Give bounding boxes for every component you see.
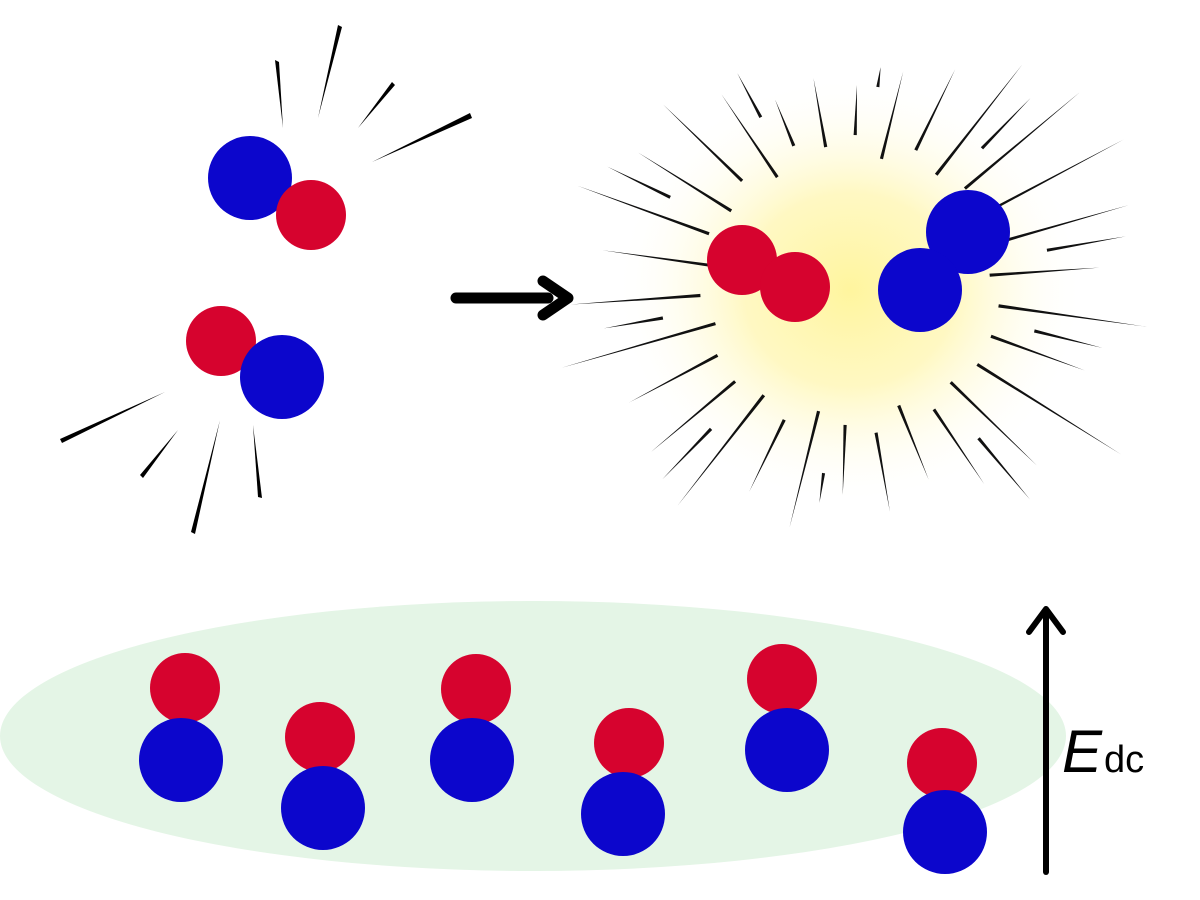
burst-ray	[998, 304, 1148, 327]
burst-ray	[789, 410, 821, 528]
red-atom	[276, 180, 346, 250]
blue-atom	[139, 718, 223, 802]
blue-atom	[903, 790, 987, 874]
burst-ray	[914, 69, 956, 151]
burst-ray	[813, 78, 828, 148]
red-atom	[285, 702, 355, 772]
burst-ray	[577, 185, 710, 236]
trapped-molecules	[0, 601, 1066, 874]
motion-line	[191, 420, 220, 534]
burst-ray	[749, 419, 786, 492]
right-arrow-icon	[450, 275, 574, 321]
red-atom	[186, 306, 256, 376]
burst-ray	[879, 71, 904, 160]
blue-atom	[745, 708, 829, 792]
burst-ray	[989, 267, 1100, 277]
burst-ray	[1034, 329, 1103, 348]
collision-glow	[615, 75, 1085, 505]
burst-ray	[638, 152, 733, 213]
field-symbol: E	[1062, 718, 1103, 785]
motion-line	[358, 82, 395, 128]
burst-ray	[662, 427, 713, 480]
red-atom	[707, 225, 777, 295]
burst-ray	[561, 322, 716, 368]
red-atom	[441, 654, 511, 724]
red-atom	[150, 653, 220, 723]
burst-ray	[964, 139, 1124, 226]
aligned-molecule	[139, 653, 223, 802]
burst-ray	[853, 85, 857, 136]
burst-rays	[561, 64, 1148, 528]
blue-atom	[581, 772, 665, 856]
motion-lines-lower	[60, 392, 262, 534]
burst-ray	[677, 394, 766, 506]
aligned-molecule	[430, 654, 514, 802]
approaching-molecules	[60, 25, 472, 534]
aligned-molecule	[581, 708, 665, 856]
motion-line	[253, 425, 262, 498]
molecule-upper	[208, 136, 346, 250]
red-atom	[760, 252, 830, 322]
burst-ray	[990, 334, 1085, 371]
red-molecule-pair	[707, 225, 830, 322]
up-arrow-icon	[1026, 606, 1066, 875]
burst-ray	[976, 363, 1122, 455]
burst-ray	[980, 98, 1031, 150]
burst-ray	[993, 205, 1129, 246]
blue-atom	[281, 766, 365, 850]
aligned-molecule	[903, 728, 987, 874]
burst-ray	[897, 404, 929, 480]
burst-ray	[1046, 236, 1126, 252]
burst-ray	[934, 64, 1023, 176]
blue-atom	[208, 136, 292, 220]
blue-atom	[430, 718, 514, 802]
motion-line	[318, 25, 342, 118]
burst-ray	[570, 293, 701, 305]
blue-atom	[926, 190, 1010, 274]
motion-line	[140, 430, 178, 478]
collision-burst	[561, 64, 1148, 528]
burst-ray	[629, 354, 719, 403]
aligned-molecule	[281, 702, 365, 850]
field-subscript: dc	[1104, 739, 1145, 781]
burst-ray	[963, 92, 1080, 190]
motion-lines-upper	[275, 25, 472, 162]
burst-ray	[603, 316, 664, 329]
aligned-molecule	[745, 644, 829, 792]
burst-ray	[663, 104, 744, 182]
red-atom	[907, 728, 977, 798]
motion-line	[275, 60, 283, 128]
burst-ray	[737, 73, 763, 118]
burst-ray	[949, 381, 1037, 466]
burst-ray	[876, 67, 881, 88]
burst-ray	[721, 94, 779, 179]
burst-ray	[842, 424, 847, 495]
burst-ray	[775, 99, 796, 147]
blue-atom	[240, 335, 324, 419]
burst-ray	[650, 380, 737, 453]
field-label: Edc	[1062, 722, 1144, 782]
blue-molecule-pair	[878, 190, 1010, 332]
red-atom	[594, 708, 664, 778]
burst-ray	[932, 408, 985, 484]
burst-ray	[874, 432, 890, 512]
burst-ray	[602, 250, 722, 269]
motion-line	[372, 113, 472, 162]
burst-ray	[819, 472, 826, 503]
motion-line	[60, 392, 165, 443]
molecule-lower	[186, 306, 324, 419]
burst-ray	[977, 437, 1030, 500]
red-atom	[747, 644, 817, 714]
blue-atom	[878, 248, 962, 332]
burst-ray	[607, 166, 671, 199]
